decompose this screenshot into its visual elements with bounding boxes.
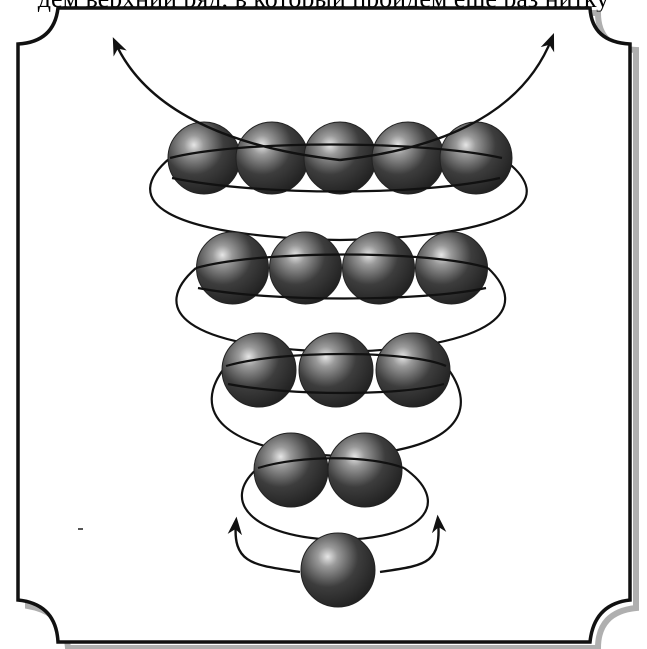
top-right-arrow: [339, 32, 555, 162]
row-5-bead-4: [371, 121, 445, 195]
row-5-bead-2: [235, 121, 309, 195]
bottom-left-arrow: [227, 516, 301, 574]
row-4-bead-2: [269, 231, 342, 305]
cropped-caption-text: дем верхний ряд, в который пройдем ещё р…: [0, 0, 647, 12]
row-3-bead-1: [221, 332, 297, 408]
row-1-bead-1: [300, 532, 376, 608]
thread-front: [169, 143, 503, 470]
row-3-bead-3: [375, 332, 451, 408]
row-4-bead-3: [342, 231, 415, 305]
row-2-bead-1: [253, 432, 329, 508]
bottom-right-arrow: [379, 514, 447, 574]
row-2-bead-2: [327, 432, 403, 508]
top-left-arrow: [112, 37, 341, 162]
speck-mark: [78, 528, 83, 530]
row-3-bead-2: [298, 332, 374, 408]
beads-group: [167, 121, 513, 608]
row-5-bead-3: [303, 121, 377, 195]
